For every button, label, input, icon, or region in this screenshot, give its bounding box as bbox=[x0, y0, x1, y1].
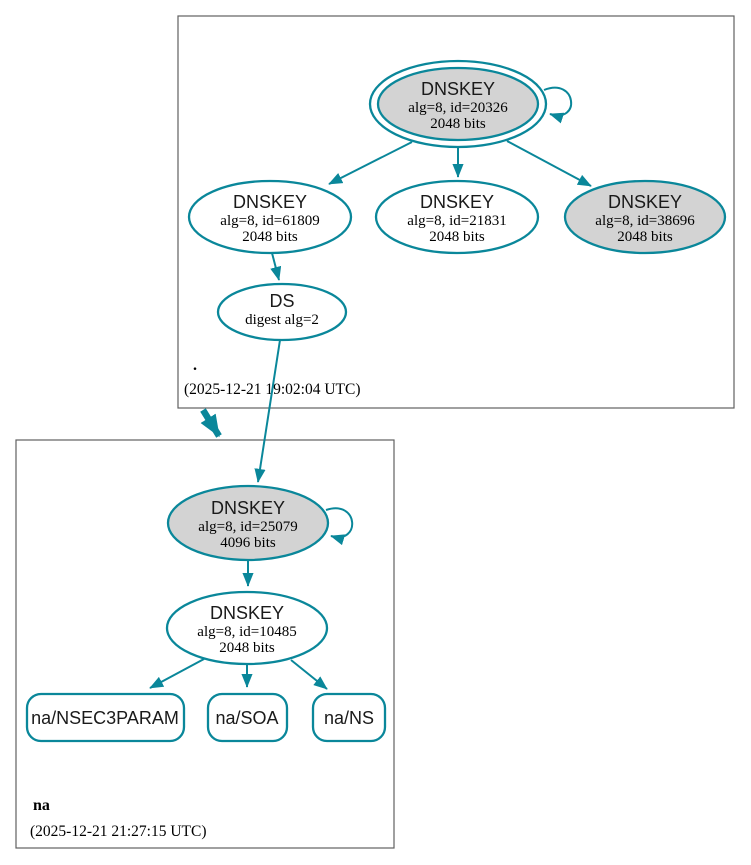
node-dnskey-21831-shape[interactable] bbox=[374, 179, 540, 255]
zone-box-root bbox=[177, 15, 735, 409]
node-dnskey-61809-title: DNSKEY bbox=[233, 192, 307, 212]
node-dnskey-61809[interactable]: DNSKEY alg=8, id=61809 2048 bits bbox=[187, 179, 353, 255]
node-dnskey-10485-detail1: alg=8, id=10485 bbox=[197, 624, 296, 640]
node-rrset-ns-shape[interactable] bbox=[311, 692, 387, 743]
node-dnskey-25079-title: DNSKEY bbox=[211, 498, 285, 518]
edge-ds-to-na-ksk bbox=[254, 339, 281, 483]
node-dnskey-10485[interactable]: DNSKEY alg=8, id=10485 2048 bits bbox=[165, 590, 329, 666]
node-dnskey-10485-title: DNSKEY bbox=[210, 603, 284, 623]
node-ds[interactable]: DS digest alg=2 bbox=[216, 282, 348, 342]
edge-root-ksk-to-61809 bbox=[328, 141, 413, 185]
zone-na-name: na bbox=[33, 797, 50, 814]
node-dnskey-61809-shape[interactable] bbox=[187, 179, 353, 255]
node-dnskey-61809-detail2: 2048 bits bbox=[242, 229, 298, 245]
node-dnskey-25079-detail2: 4096 bits bbox=[220, 535, 276, 551]
zone-na-timestamp: (2025-12-21 21:27:15 UTC) bbox=[30, 823, 207, 840]
edge-61809-to-ds bbox=[270, 252, 282, 281]
node-ds-detail1: digest alg=2 bbox=[245, 312, 319, 328]
node-rrset-nsec3param[interactable]: na/NSEC3PARAM bbox=[25, 692, 186, 743]
edge-zone-delegation bbox=[200, 408, 222, 438]
node-dnskey-25079-detail1: alg=8, id=25079 bbox=[198, 519, 297, 535]
node-dnskey-38696-detail1: alg=8, id=38696 bbox=[595, 213, 695, 229]
node-rrset-nsec3param-label: na/NSEC3PARAM bbox=[31, 708, 179, 728]
node-dnskey-21831-detail1: alg=8, id=21831 bbox=[407, 213, 506, 229]
node-dnskey-38696-shape[interactable] bbox=[563, 179, 727, 255]
node-dnskey-10485-detail2: 2048 bits bbox=[219, 640, 275, 656]
node-ds-shape[interactable] bbox=[216, 282, 348, 342]
zone-root-name: . bbox=[193, 357, 197, 374]
node-dnskey-61809-detail1: alg=8, id=61809 bbox=[220, 213, 319, 229]
edge-10485-to-ns bbox=[290, 659, 328, 690]
node-rrset-ns[interactable]: na/NS bbox=[311, 692, 387, 743]
node-dnskey-21831-title: DNSKEY bbox=[420, 192, 494, 212]
edge-10485-to-nsec3param bbox=[149, 658, 205, 689]
node-rrset-nsec3param-shape[interactable] bbox=[25, 692, 186, 743]
node-dnskey-20326-detail1: alg=8, id=20326 bbox=[408, 100, 508, 116]
node-dnskey-20326-shape[interactable] bbox=[376, 66, 540, 142]
node-dnskey-20326-ksk[interactable]: DNSKEY alg=8, id=20326 2048 bits bbox=[368, 59, 548, 149]
node-dnskey-21831[interactable]: DNSKEY alg=8, id=21831 2048 bits bbox=[374, 179, 540, 255]
node-rrset-soa[interactable]: na/SOA bbox=[206, 692, 289, 743]
node-ds-title: DS bbox=[269, 291, 294, 311]
node-dnskey-20326-title: DNSKEY bbox=[421, 79, 495, 99]
edge-na-ksk-self-loop bbox=[325, 507, 354, 546]
edge-root-ksk-self-loop bbox=[543, 86, 573, 124]
node-dnskey-21831-detail2: 2048 bits bbox=[429, 229, 485, 245]
node-rrset-soa-shape[interactable] bbox=[206, 692, 289, 743]
node-rrset-ns-label: na/NS bbox=[324, 708, 374, 728]
node-dnskey-38696-detail2: 2048 bits bbox=[617, 229, 673, 245]
zone-box-na bbox=[15, 439, 395, 849]
node-dnskey-38696[interactable]: DNSKEY alg=8, id=38696 2048 bits bbox=[563, 179, 727, 255]
node-dnskey-20326-detail2: 2048 bits bbox=[430, 116, 486, 132]
node-dnskey-38696-title: DNSKEY bbox=[608, 192, 682, 212]
edge-root-ksk-to-38696 bbox=[506, 140, 592, 187]
node-rrset-soa-label: na/SOA bbox=[215, 708, 278, 728]
node-dnskey-25079-ksk[interactable]: DNSKEY alg=8, id=25079 4096 bits bbox=[166, 484, 330, 562]
